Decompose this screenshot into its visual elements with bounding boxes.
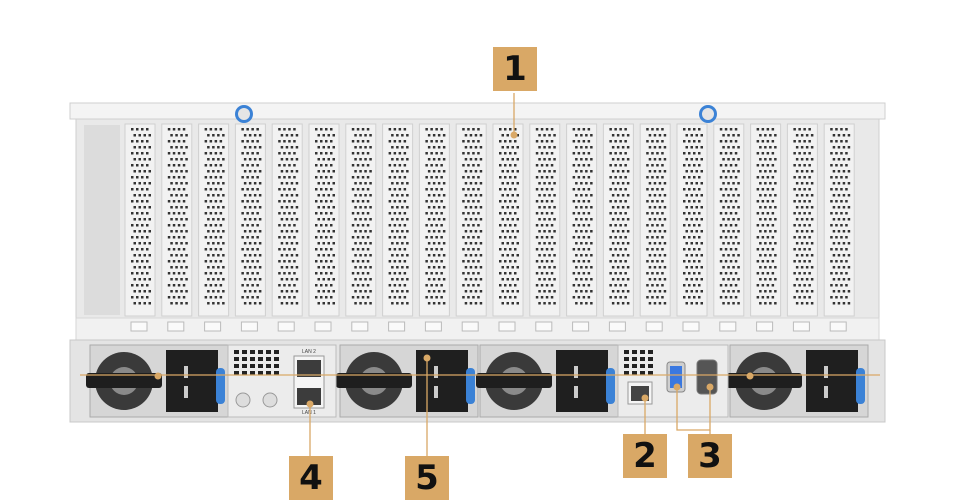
power-supply	[336, 344, 479, 418]
pcie-slot	[676, 123, 708, 317]
pcie-slot	[234, 123, 266, 317]
slot-tab	[756, 321, 774, 332]
slot-tab	[535, 321, 553, 332]
pcie-slot	[124, 123, 156, 317]
callout-5: 5	[405, 456, 449, 500]
psu-handle	[476, 373, 552, 388]
slot-tab	[277, 321, 295, 332]
pcie-slot	[382, 123, 414, 317]
pcie-slots	[124, 123, 855, 317]
callout-4: 4	[289, 456, 333, 500]
thumbscrew-icon[interactable]	[235, 105, 253, 123]
pcie-slot	[308, 123, 340, 317]
lan1-label: LAN 1	[302, 410, 316, 416]
chassis-top-rail	[69, 102, 886, 120]
lan2-label: LAN 2	[302, 349, 316, 355]
pcie-slot	[271, 123, 303, 317]
slot-tab	[645, 321, 663, 332]
release-latch	[466, 368, 475, 404]
power-inlet	[556, 350, 608, 412]
pcie-slot	[529, 123, 561, 317]
callout-1: 1	[493, 47, 537, 91]
slot-tab	[240, 321, 258, 332]
release-latch	[606, 368, 615, 404]
side-vent	[84, 125, 120, 315]
mgmt-io-module	[617, 344, 729, 418]
slot-tab	[682, 321, 700, 332]
callout-2: 2	[623, 434, 667, 478]
vga-port[interactable]	[670, 366, 682, 388]
pcie-slot	[823, 123, 855, 317]
pcie-slot	[198, 123, 230, 317]
slot-tab	[608, 321, 626, 332]
pcie-slot	[418, 123, 450, 317]
pcie-slot	[492, 123, 524, 317]
psu-handle	[726, 373, 802, 388]
slot-tab	[498, 321, 516, 332]
slot-tab	[719, 321, 737, 332]
slot-tab	[792, 321, 810, 332]
power-supplies	[86, 344, 869, 418]
slot-tab	[167, 321, 185, 332]
thumbscrew-icon[interactable]	[699, 105, 717, 123]
power-supply	[476, 344, 619, 418]
power-inlet	[806, 350, 858, 412]
slot-tab	[130, 321, 148, 332]
psu-handle	[86, 373, 162, 388]
slot-tab	[461, 321, 479, 332]
slot-tab	[388, 321, 406, 332]
release-latch	[216, 368, 225, 404]
pcie-slot	[786, 123, 818, 317]
slot-tab	[204, 321, 222, 332]
lan2-port[interactable]	[297, 360, 321, 377]
pcie-slot	[566, 123, 598, 317]
slot-tab	[314, 321, 332, 332]
pcie-slot	[713, 123, 745, 317]
pcie-slot	[161, 123, 193, 317]
pcie-slot	[345, 123, 377, 317]
slot-tab	[829, 321, 847, 332]
power-supply	[86, 344, 229, 418]
callout-dots	[154, 131, 754, 408]
pcie-slot	[455, 123, 487, 317]
psu-handle	[336, 373, 412, 388]
pcie-slot	[602, 123, 634, 317]
slot-tab	[351, 321, 369, 332]
lan-io-module: LAN 2 LAN 1	[227, 344, 337, 418]
pcie-slot	[639, 123, 671, 317]
callout-3: 3	[688, 434, 732, 478]
power-supply	[726, 344, 869, 418]
slot-tab	[572, 321, 590, 332]
pcie-slot	[750, 123, 782, 317]
slot-tab	[424, 321, 442, 332]
serial-port[interactable]	[696, 359, 718, 395]
power-inlet	[166, 350, 218, 412]
slot-tabs	[130, 321, 847, 332]
release-latch	[856, 368, 865, 404]
lan1-port[interactable]	[297, 388, 321, 405]
